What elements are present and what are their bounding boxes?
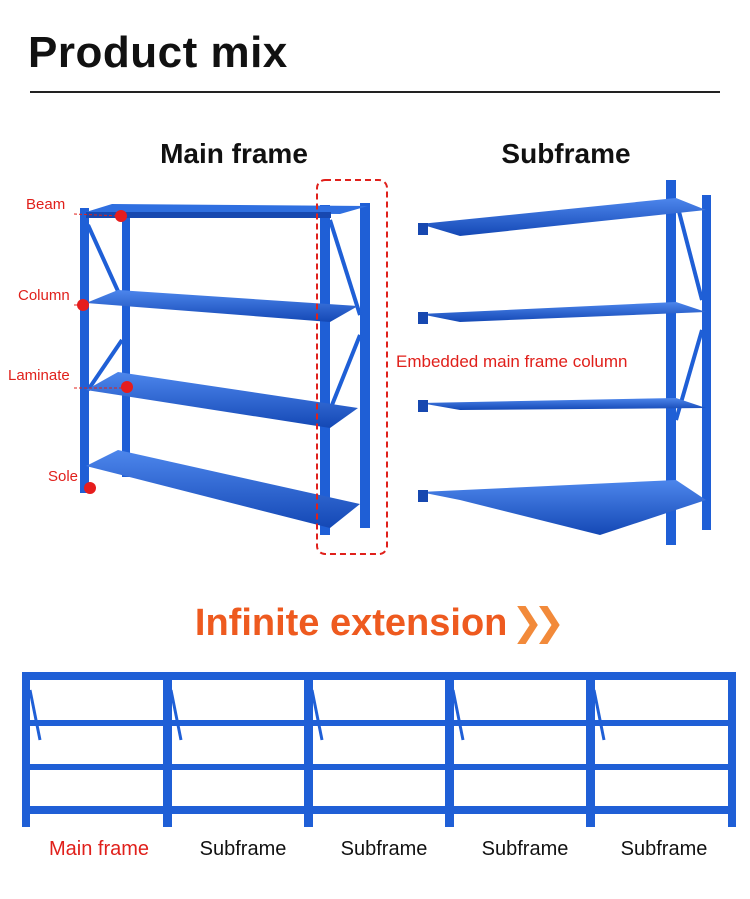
bay-label-subframe-4: Subframe <box>620 838 708 860</box>
title-divider <box>30 91 720 93</box>
bay-label-subframe-1: Subframe <box>199 838 287 860</box>
part-label-column: Column <box>18 287 70 304</box>
page-title: Product mix <box>28 28 288 77</box>
main-frame-heading: Main frame <box>160 138 308 169</box>
extension-heading-text: Infinite extension <box>194 602 508 644</box>
part-label-laminate: Laminate <box>8 367 70 384</box>
bay-label-subframe-3: Subframe <box>481 838 569 860</box>
embedded-column-callout: Embedded main frame column <box>396 352 628 371</box>
bay-label-subframe-2: Subframe <box>340 838 428 860</box>
subframe-heading: Subframe <box>501 138 631 169</box>
extension-heading: Infinite extension❯❯ <box>0 600 750 645</box>
bay-label-main-frame: Main frame <box>48 838 150 860</box>
part-label-beam: Beam <box>26 196 66 213</box>
part-label-sole: Sole <box>48 468 79 485</box>
